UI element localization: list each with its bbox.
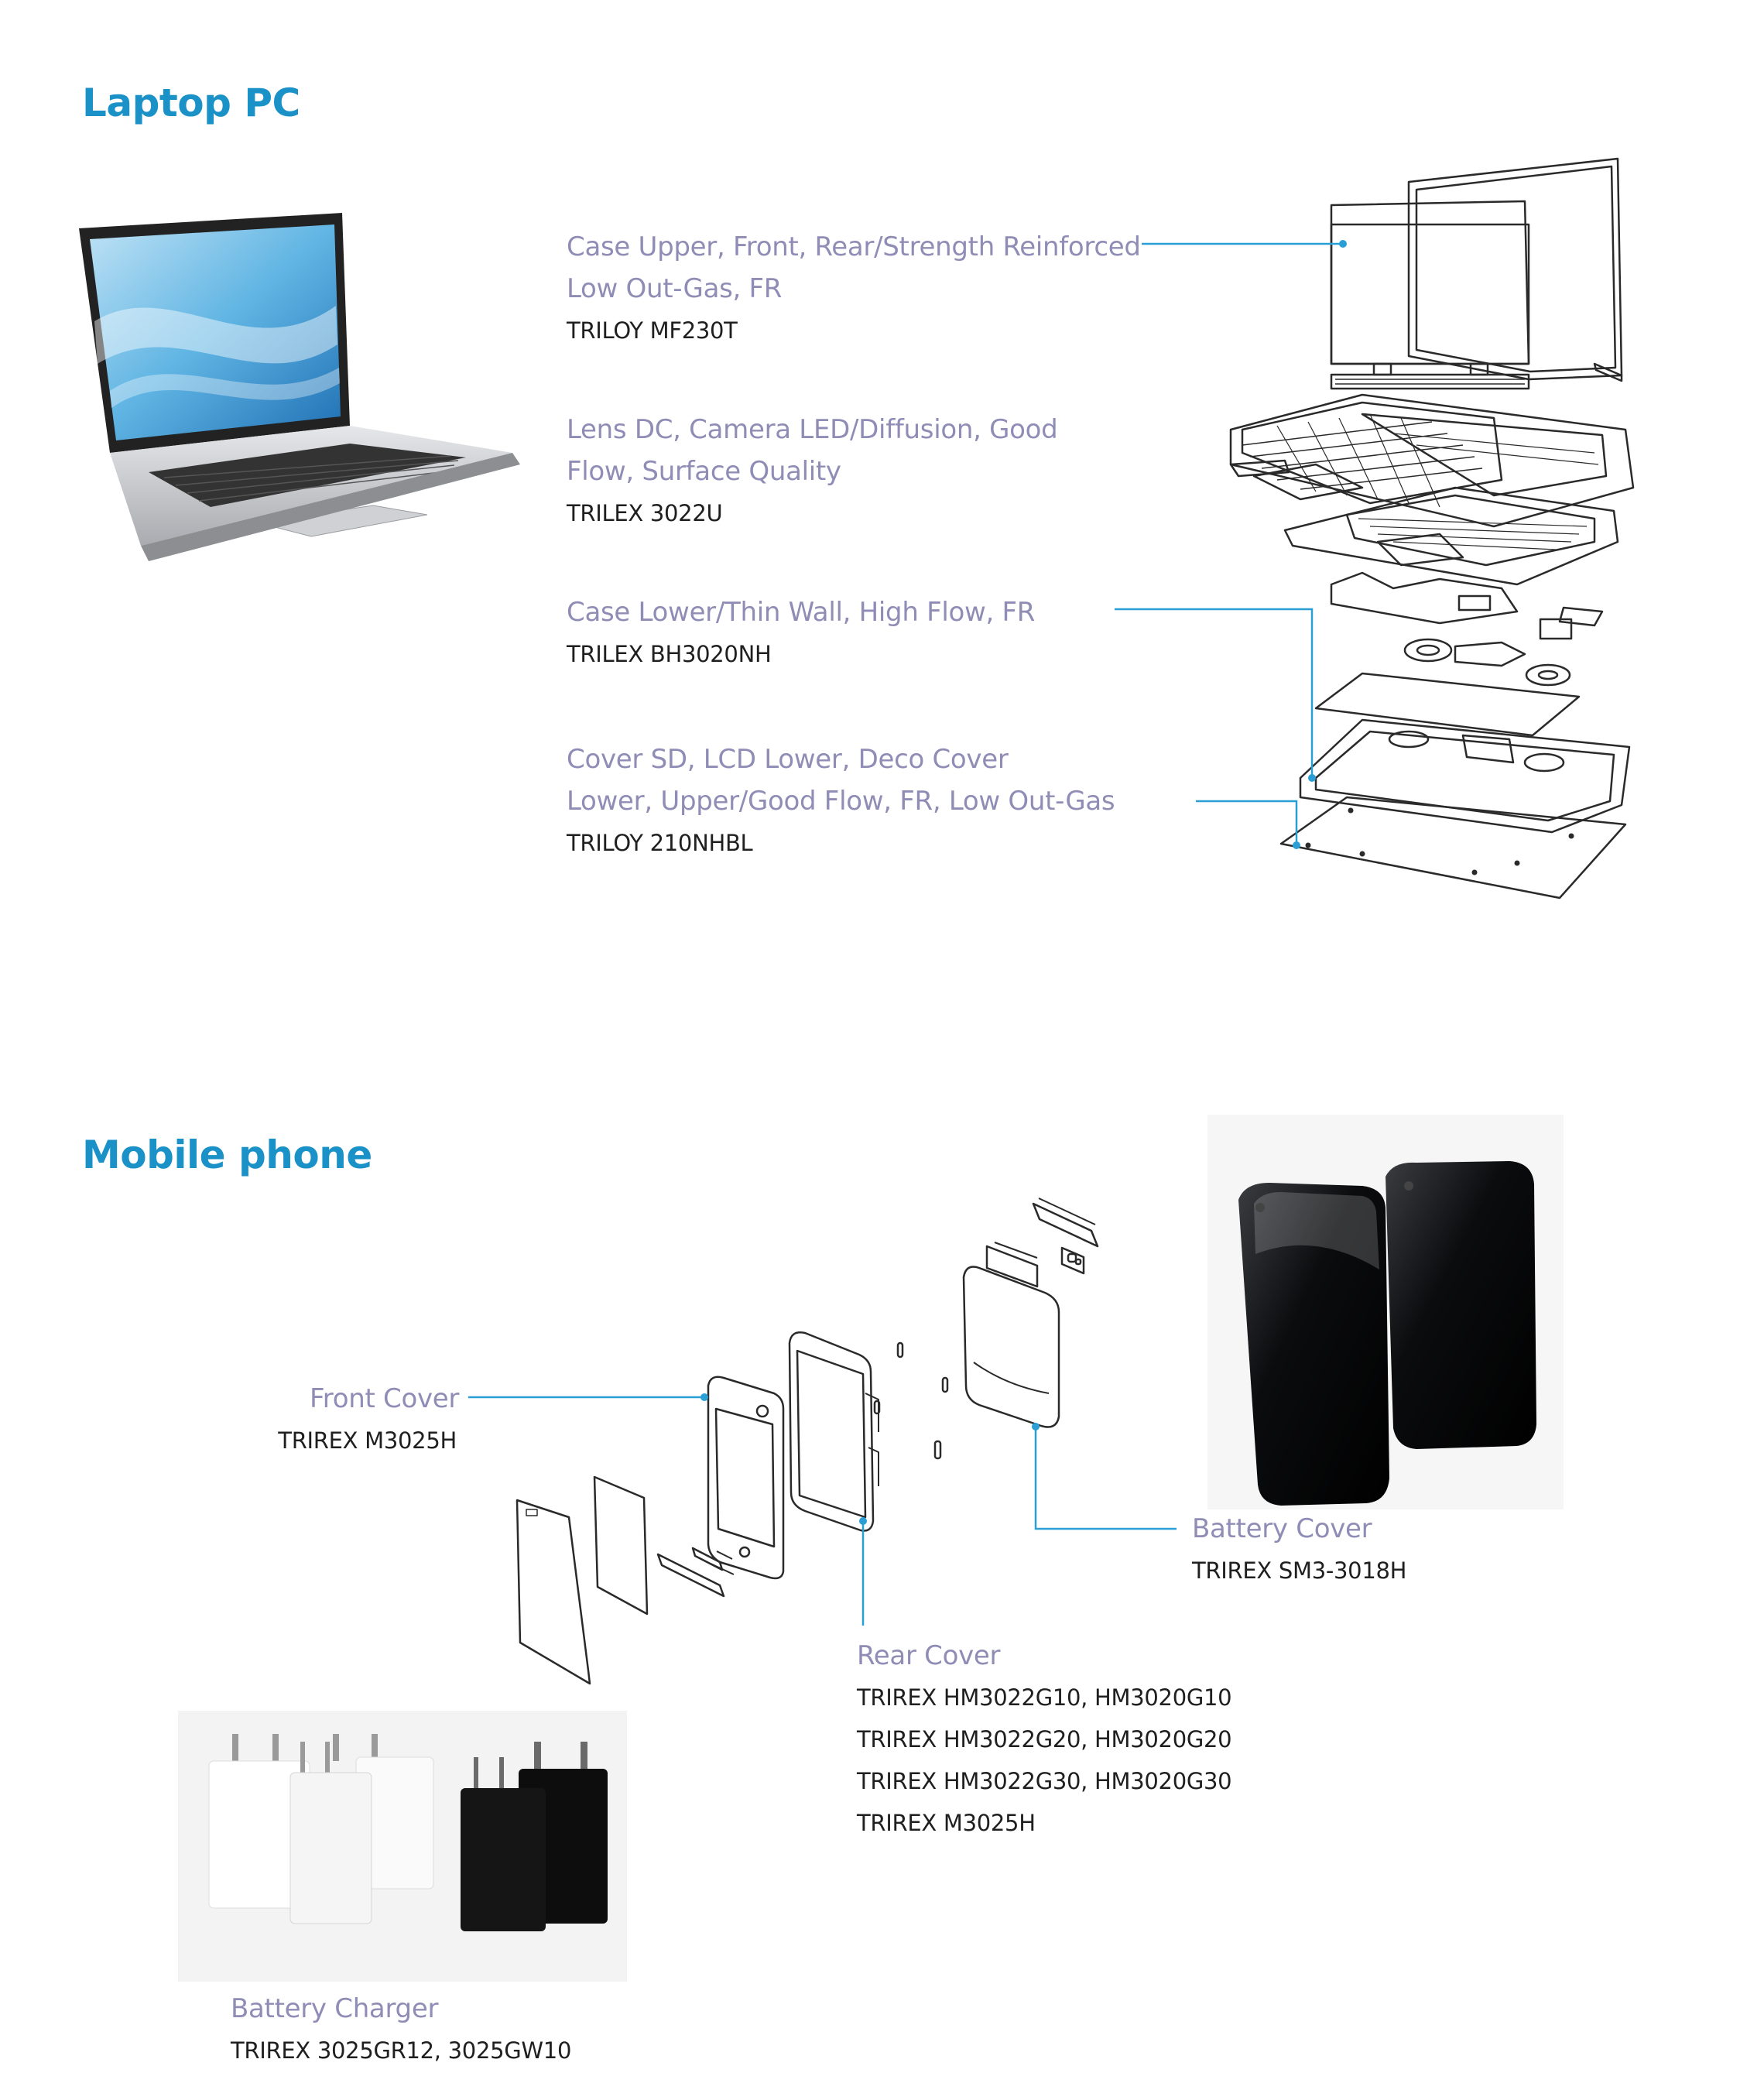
phone-photo — [1207, 1115, 1564, 1509]
laptop-part-4-line2: Lower, Upper/Good Flow, FR, Low Out-Gas — [567, 786, 1115, 817]
laptop-part-2-line2: Flow, Surface Quality — [567, 456, 841, 487]
battery-cover-label: Battery Cover — [1192, 1513, 1372, 1544]
laptop-part-4-line1: Cover SD, LCD Lower, Deco Cover — [567, 744, 1009, 775]
laptop-part-1-line2: Low Out-Gas, FR — [567, 273, 783, 304]
laptop-part-1-line1: Case Upper, Front, Rear/Strength Reinfor… — [567, 231, 1141, 262]
rear-cover-code-2: TRIREX HM3022G20, HM3020G20 — [857, 1726, 1232, 1753]
laptop-part-3-line1: Case Lower/Thin Wall, High Flow, FR — [567, 597, 1036, 628]
laptop-exploded-diagram — [1115, 157, 1635, 899]
laptop-photo — [79, 213, 520, 561]
battery-charger-code: TRIREX 3025GR12, 3025GW10 — [231, 2037, 572, 2064]
laptop-part-3-code: TRILEX BH3020NH — [567, 641, 772, 667]
battery-charger-label: Battery Charger — [231, 1993, 439, 2024]
rear-cover-label: Rear Cover — [857, 1640, 1001, 1671]
laptop-part-2-line1: Lens DC, Camera LED/Diffusion, Good — [567, 414, 1058, 445]
mobile-section-title: Mobile phone — [82, 1132, 372, 1177]
laptop-part-1-code: TRILOY MF230T — [567, 317, 738, 344]
battery-cover-code: TRIREX SM3-3018H — [1192, 1557, 1407, 1584]
rear-cover-code-4: TRIREX M3025H — [857, 1810, 1036, 1836]
laptop-part-2-code: TRILEX 3022U — [567, 500, 723, 526]
charger-photo — [178, 1711, 627, 1982]
rear-cover-code-1: TRIREX HM3022G10, HM3020G10 — [857, 1684, 1232, 1711]
laptop-part-4-code: TRILOY 210NHBL — [567, 830, 753, 856]
laptop-section-title: Laptop PC — [82, 81, 300, 125]
front-cover-code: TRIREX M3025H — [278, 1427, 457, 1454]
front-cover-label: Front Cover — [310, 1383, 460, 1414]
rear-cover-code-3: TRIREX HM3022G30, HM3020G30 — [857, 1768, 1232, 1794]
